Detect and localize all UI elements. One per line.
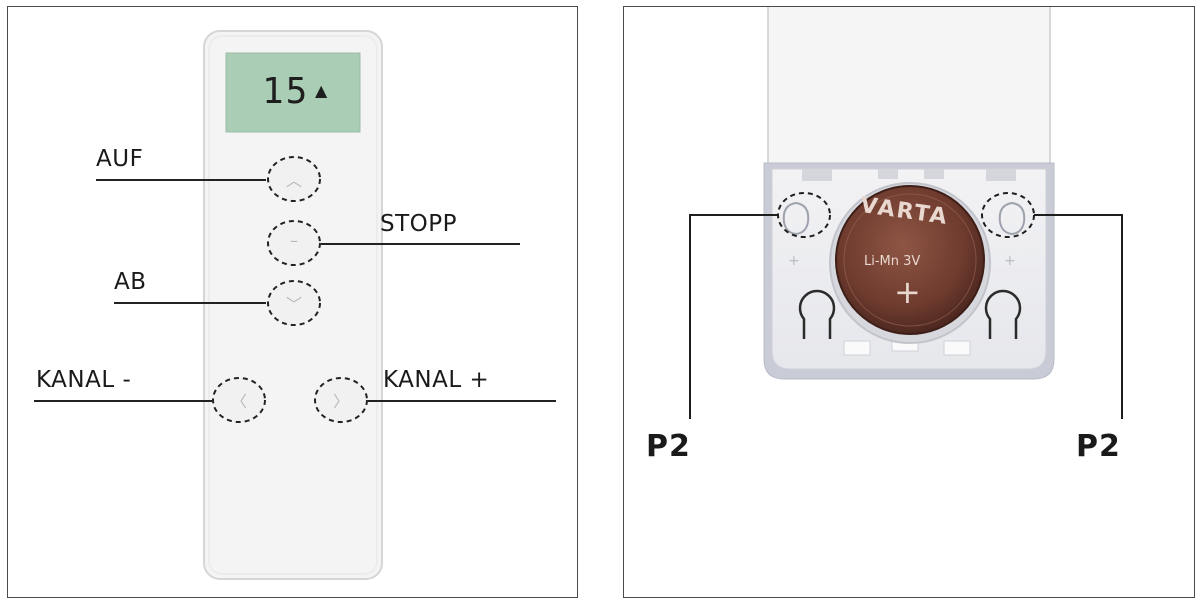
label-p2-right: P2 xyxy=(1076,429,1121,464)
battery-compartment-panel: + + VARTA Li-Mn 3V + P2 P2 xyxy=(623,6,1195,598)
svg-text:+: + xyxy=(1004,253,1016,269)
p2-right-callout-line xyxy=(1034,214,1123,419)
remote-upper-housing xyxy=(767,7,1051,166)
down-button-zone xyxy=(267,280,321,326)
label-up: AUF xyxy=(96,146,144,172)
lcd-screen xyxy=(225,52,361,133)
label-down: AB xyxy=(114,269,147,295)
remote-illustration xyxy=(34,30,556,580)
lcd-up-arrow-icon: ▲ xyxy=(315,81,328,100)
remote-front-panel: 15 ▲ ︿ – ﹀ 〈 〉 AUF STOPP AB KANAL - KANA… xyxy=(7,6,578,598)
chevron-left-icon[interactable]: 〈 xyxy=(230,392,247,411)
svg-text:+: + xyxy=(788,253,800,269)
left-button-zone xyxy=(212,377,266,423)
battery-spec: Li-Mn 3V xyxy=(864,254,921,269)
mount-hole-left-icon xyxy=(798,289,836,339)
chevron-up-icon[interactable]: ︿ xyxy=(285,171,302,190)
chevron-down-icon[interactable]: ﹀ xyxy=(285,295,302,314)
coin-battery xyxy=(835,185,985,335)
contact-right-icon xyxy=(998,201,1026,236)
label-stop: STOPP xyxy=(380,211,457,237)
battery-illustration: + + xyxy=(689,7,1123,419)
stop-button-zone xyxy=(267,220,321,266)
p2-left-callout-line xyxy=(689,214,778,419)
lcd-value: 15 xyxy=(262,71,310,112)
label-channel-plus: KANAL + xyxy=(383,367,490,393)
minus-icon[interactable]: – xyxy=(290,231,298,250)
contact-left-icon xyxy=(782,201,810,236)
up-button-zone xyxy=(267,156,321,202)
battery-plus-icon: + xyxy=(894,273,921,311)
label-p2-left: P2 xyxy=(646,429,691,464)
mount-hole-right-icon xyxy=(984,289,1022,339)
chevron-right-icon[interactable]: 〉 xyxy=(332,392,349,411)
label-channel-minus: KANAL - xyxy=(36,367,132,393)
right-button-zone xyxy=(314,377,368,423)
